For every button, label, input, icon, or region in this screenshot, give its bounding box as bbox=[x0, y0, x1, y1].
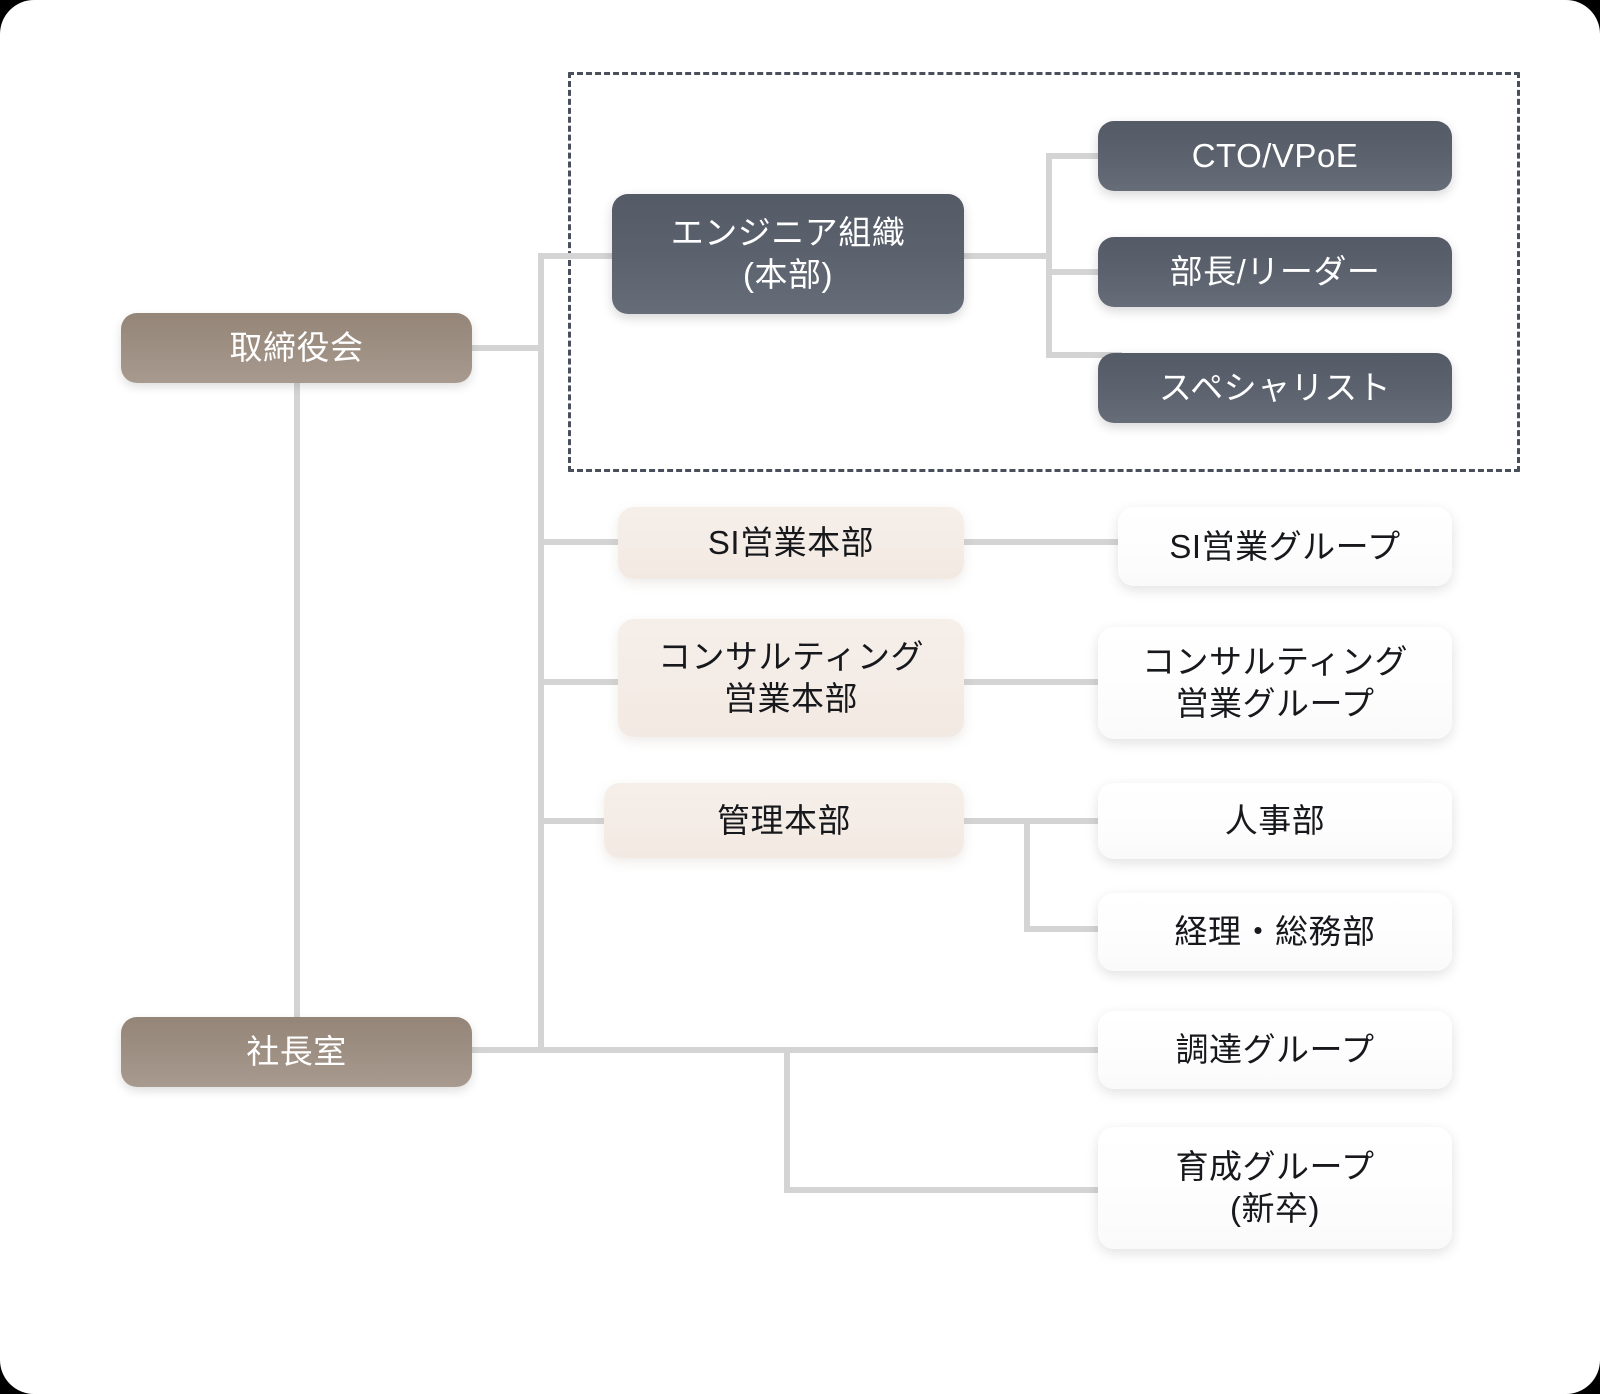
connector-bottom-subtrunk bbox=[784, 1047, 790, 1193]
node-president-office[interactable]: 社長室 bbox=[121, 1017, 472, 1087]
connector-si-sales-to-si-group bbox=[960, 539, 1122, 545]
connector-engineering-subtrunk bbox=[1046, 153, 1052, 358]
connector-board-to-president-office bbox=[294, 383, 300, 1017]
node-hr-department[interactable]: 人事部 bbox=[1098, 783, 1452, 859]
connector-subtrunk-to-accounting bbox=[1024, 926, 1122, 932]
node-training-group[interactable]: 育成グループ (新卒) bbox=[1098, 1127, 1452, 1249]
node-si-sales-group[interactable]: SI営業グループ bbox=[1118, 507, 1452, 586]
connector-main-trunk bbox=[538, 253, 544, 1053]
connector-engineering-to-subtrunk bbox=[964, 253, 1052, 259]
node-consulting-sales-group[interactable]: コンサルティング 営業グループ bbox=[1098, 627, 1452, 739]
connector-bottom-subtrunk-to-training bbox=[784, 1187, 1122, 1193]
node-admin-division[interactable]: 管理本部 bbox=[604, 783, 964, 858]
connector-subtrunk-to-manager bbox=[1046, 269, 1122, 275]
node-engineering-division[interactable]: エンジニア組織 (本部) bbox=[612, 194, 964, 314]
connector-admin-subtrunk bbox=[1024, 818, 1030, 932]
connector-trunk-to-admin bbox=[538, 818, 624, 824]
node-cto-vpoe[interactable]: CTO/VPoE bbox=[1098, 121, 1452, 191]
connector-admin-to-subtrunk bbox=[960, 818, 1060, 824]
node-accounting-general-affairs-department[interactable]: 経理・総務部 bbox=[1098, 893, 1452, 971]
connector-trunk-to-si-sales bbox=[538, 539, 624, 545]
node-specialist[interactable]: スペシャリスト bbox=[1098, 353, 1452, 423]
connector-consulting-sales-to-group bbox=[960, 679, 1122, 685]
engineering-group-frame bbox=[568, 72, 1520, 472]
node-manager-leader[interactable]: 部長/リーダー bbox=[1098, 237, 1452, 307]
connector-subtrunk-to-cto bbox=[1046, 153, 1122, 159]
connector-board-to-trunk bbox=[472, 345, 544, 351]
node-consulting-sales-division[interactable]: コンサルティング 営業本部 bbox=[618, 619, 964, 737]
node-board[interactable]: 取締役会 bbox=[121, 313, 472, 383]
connector-subtrunk-to-specialist bbox=[1046, 352, 1122, 358]
connector-trunk-to-consulting-sales bbox=[538, 679, 624, 685]
connector-president-office-to-bottom bbox=[468, 1047, 1124, 1053]
node-procurement-group[interactable]: 調達グループ bbox=[1098, 1011, 1452, 1089]
connector-subtrunk-to-hr bbox=[1024, 818, 1122, 824]
connector-trunk-to-engineering bbox=[538, 253, 618, 259]
node-si-sales-division[interactable]: SI営業本部 bbox=[618, 507, 964, 579]
